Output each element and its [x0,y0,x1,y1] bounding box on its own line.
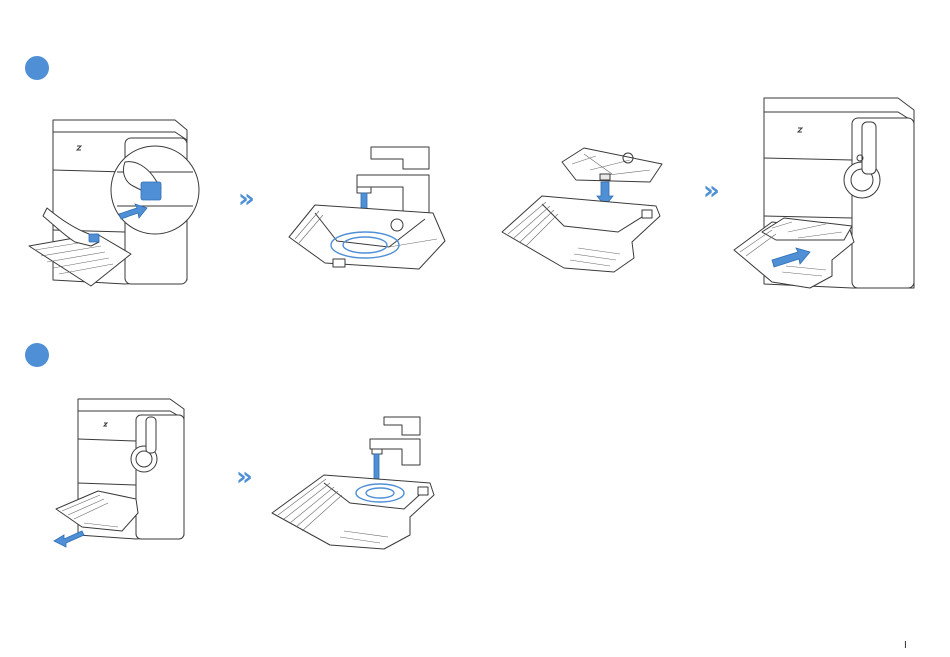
next-arrow-1: » [238,186,255,212]
tray-insert-illustration [500,140,670,275]
page-number: I [904,640,907,651]
next-arrow-2: » [703,178,720,204]
rinse-station-tray-illustration [270,413,440,553]
step-2-marker [25,343,49,367]
station-release-illustration [25,110,205,290]
station-insert-tray-illustration [732,92,927,292]
station-remove-tray-illustration [52,395,197,550]
next-arrow-3: » [236,464,253,490]
rinse-tray-illustration [285,145,460,275]
step-1-marker [25,56,49,80]
